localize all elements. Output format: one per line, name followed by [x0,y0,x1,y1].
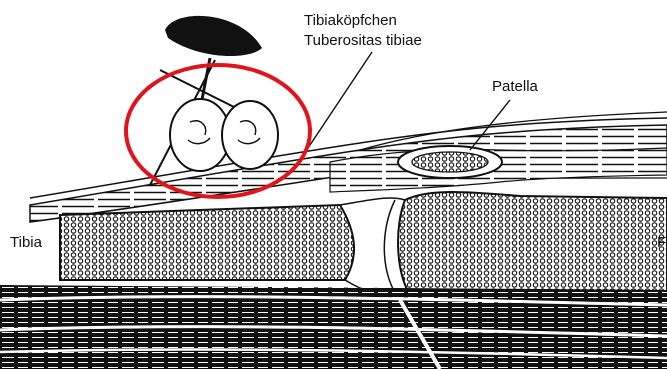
femur-bone [384,192,667,303]
tibial-tuberosity [170,99,278,171]
label-tuberositas-tibiae: Tuberositas tibiae [304,32,422,49]
deep-muscle-layers [0,285,667,369]
label-femur-partial: F [657,234,666,251]
label-tibiakoepfchen: Tibiaköpfchen [304,12,397,29]
label-patella: Patella [492,78,538,95]
patella [398,146,502,178]
label-tibia: Tibia [10,234,42,251]
tibia-bone [60,205,354,280]
patellar-tendon [330,148,667,192]
leader-line-tuberositas [300,52,372,160]
